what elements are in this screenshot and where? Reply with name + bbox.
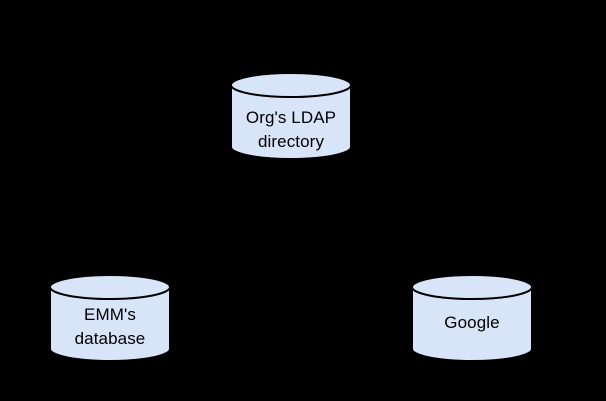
node-emm-database: EMM's database [49, 274, 171, 362]
database-cylinder-icon [411, 274, 533, 362]
node-org-ldap-directory: Org's LDAP directory [230, 72, 352, 160]
database-cylinder-icon [49, 274, 171, 362]
node-google: Google [411, 274, 533, 362]
database-cylinder-icon [230, 72, 352, 160]
